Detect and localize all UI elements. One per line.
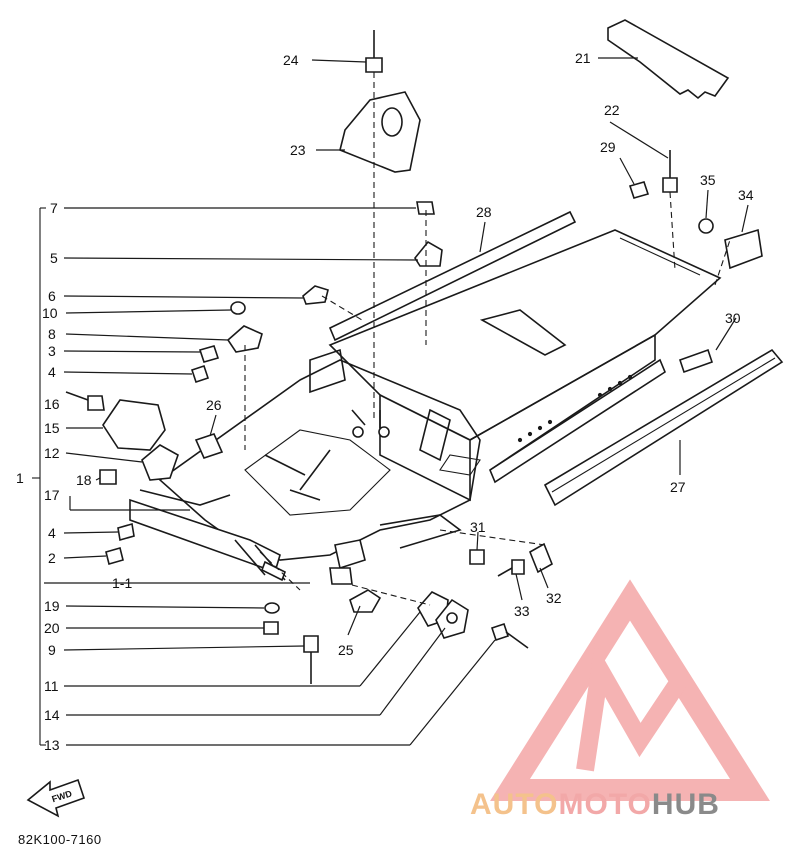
part-19-washer [264,602,280,614]
part-23-bracket [339,91,421,173]
part-25-clip [349,589,382,613]
callout-15: 15 [44,420,60,436]
leader-lines [44,57,749,746]
group-bracket [32,207,46,746]
part-32-bracket [528,542,554,574]
callout-8: 8 [48,326,56,342]
callout-30: 30 [725,310,741,326]
part-21-bracket [607,19,730,100]
part-29-nut [628,181,650,199]
part-5-clip [414,240,443,267]
callout-20: 20 [44,620,60,636]
watermark-brand: AUTOMOTOHUB [470,788,720,822]
callout-19: 19 [44,598,60,614]
callout-13: 13 [44,737,60,753]
part-33-bolt [497,559,525,577]
forward-arrow-icon: FWD [26,778,86,818]
part-27-rail [543,348,784,507]
rivet-row [517,374,633,443]
callout-18: 18 [76,472,92,488]
main-frame-drawing [129,229,722,585]
callout-33: 33 [514,603,530,619]
part-10-ring [230,301,246,315]
callout-16: 16 [44,396,60,412]
part-3-nut [198,345,220,363]
callout-35: 35 [700,172,716,188]
callout-34: 34 [738,187,754,203]
callout-4-upper: 4 [48,364,56,380]
callout-1: 1 [16,470,24,486]
watermark-part-hub: HUB [651,788,720,821]
callout-3: 3 [48,343,56,359]
callout-labels: 24 23 21 22 29 35 34 28 30 27 7 5 6 10 8… [16,50,754,753]
watermark-part-auto: AUTO [470,788,559,821]
watermark-logo-icon [490,579,770,801]
part-13-bolt [490,622,529,649]
part-28-strip [328,210,577,342]
dashed-guides [244,72,731,606]
callout-5: 5 [50,250,58,266]
part-4-nut-upper [190,364,210,384]
part-35-grommet [698,218,714,234]
part-20-bushing [263,621,279,635]
callout-26: 26 [206,397,222,413]
callout-32: 32 [546,590,562,606]
callout-28: 28 [476,204,492,220]
part-18-cap [99,469,117,485]
part-4-nut-lower [117,522,135,542]
callout-6: 6 [48,288,56,304]
callout-27: 27 [670,479,686,495]
callout-4-lower: 4 [48,525,56,541]
callout-14: 14 [44,707,60,723]
callout-31: 31 [470,519,486,535]
part-26-plate [194,433,224,459]
callout-24: 24 [283,52,299,68]
part-16-bolt [65,391,105,411]
callout-10: 10 [42,305,58,321]
callout-12: 12 [44,445,60,461]
part-9-pin [303,635,319,684]
callout-2: 2 [48,550,56,566]
watermark-part-moto: MOTO [558,788,652,821]
callout-23: 23 [290,142,306,158]
callout-1-1: 1-1 [112,575,132,591]
part-8-mount [226,325,263,353]
part-24-bolt [365,30,383,73]
callout-9: 9 [48,642,56,658]
part-34-pad [724,228,763,270]
callout-7: 7 [50,200,58,216]
callout-25: 25 [338,642,354,658]
part-7-cap [416,201,435,215]
part-22-bolt [662,150,678,193]
catalog-code: 82K100-7160 [18,832,102,847]
callout-22: 22 [604,102,620,118]
part-12-mount [141,444,179,481]
part-15-bracket [102,399,166,451]
callout-21: 21 [575,50,591,66]
callout-11: 11 [44,678,59,694]
part-6-bracket [302,285,329,305]
part-30-plate [678,348,714,374]
callout-17: 17 [44,487,60,503]
callout-29: 29 [600,139,616,155]
part-31-cap [469,549,485,565]
part-2-nut [105,547,124,565]
